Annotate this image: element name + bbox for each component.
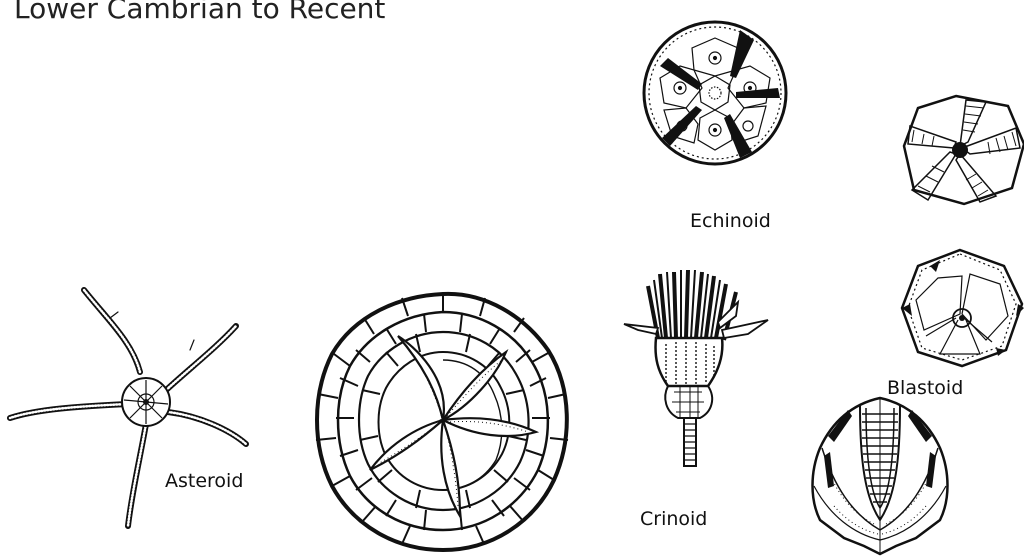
- label-echinoid: Echinoid: [690, 210, 771, 232]
- label-asteroid: Asteroid: [165, 470, 243, 492]
- crinoid-illustration: [618, 268, 770, 468]
- petaloid-disc-illustration: [310, 290, 576, 554]
- asteroid-illustration: [0, 282, 262, 536]
- blastoid-base-view-illustration: [900, 246, 1024, 368]
- blastoid-side-view-illustration: [804, 396, 956, 554]
- page-title: Lower Cambrian to Recent: [14, 0, 385, 25]
- echinoid-illustration: [640, 18, 790, 168]
- blastoid-top-view-illustration: [900, 92, 1024, 206]
- label-crinoid: Crinoid: [640, 508, 707, 530]
